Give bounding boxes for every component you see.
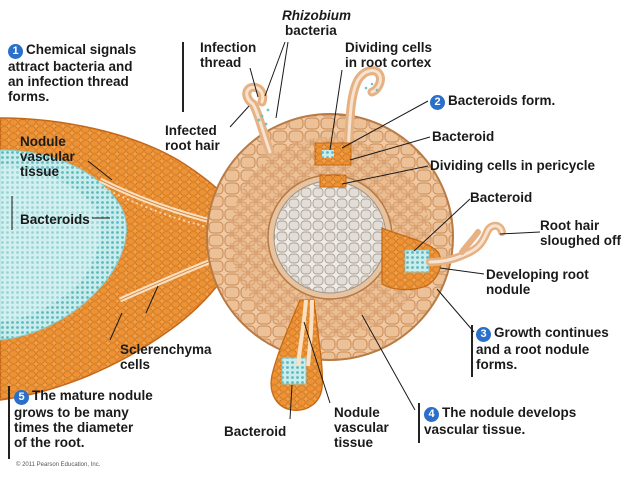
step-3-badge: 3: [476, 327, 491, 342]
step-5-line-1: The mature nodule: [32, 388, 153, 403]
step5-bar: [8, 386, 10, 459]
mature-nodule: [0, 117, 263, 401]
step-3-line-2: and a root nodule: [476, 342, 590, 357]
bacteroid-top-label: Bacteroid: [432, 129, 495, 144]
nodule-vascular-bottom-line-2: vascular: [334, 420, 389, 435]
step-5-badge: 5: [14, 390, 29, 405]
step-5-line-4: of the root.: [14, 435, 85, 450]
nodule-vascular-bottom-line-1: Nodule: [334, 405, 380, 420]
step-2-badge: 2: [430, 95, 445, 110]
developing-nodule-line-1: Developing root: [486, 267, 589, 282]
step-4-line-2: vascular tissue.: [424, 422, 526, 437]
leader-lines: [11, 41, 541, 420]
sclerenchyma-line-1: Sclerenchyma: [120, 342, 212, 357]
infection-thread-line-1: Infection: [200, 40, 257, 55]
step1-bar: [182, 42, 184, 112]
dividing-pericycle-label: Dividing cells in pericycle: [430, 158, 596, 173]
infection-thread-line-2: thread: [200, 55, 242, 70]
step-2-line-1: Bacteroids form.: [448, 93, 556, 108]
step-4-badge: 4: [424, 407, 439, 422]
infected-root-hair-line-1: Infected: [165, 123, 217, 138]
dividing-cortex-label: Dividing cells in root cortex: [345, 40, 432, 70]
step-5-line-3: times the diameter: [14, 420, 134, 435]
rhizobium-name: Rhizobium: [282, 8, 351, 23]
nodule-vascular-left-line-2: vascular: [20, 149, 75, 164]
bacteroids-left-label: Bacteroids: [20, 212, 90, 227]
step4-bar: [418, 403, 420, 443]
infection-thread-upper: [242, 82, 275, 157]
sclerenchyma-line-2: cells: [120, 357, 151, 372]
root-hair-sloughed-line-1: Root hair: [540, 218, 600, 233]
nodule-vascular-bottom-line-3: tissue: [334, 435, 374, 450]
root-hair-sloughed-label: Root hair sloughed off: [540, 218, 621, 248]
root-hair-sloughed-line-2: sloughed off: [540, 233, 621, 248]
bacteroid-bottom-label: Bacteroid: [224, 424, 287, 439]
dividing-cells-top: [314, 142, 352, 188]
copyright-notice: © 2011 Pearson Education, Inc.: [16, 462, 101, 468]
sclerenchyma-label: Sclerenchyma cells: [120, 342, 212, 372]
step-1-line-2: attract bacteria and: [8, 59, 133, 74]
dividing-cortex-line-1: Dividing cells: [345, 40, 433, 55]
bacteroid-right-label: Bacteroid: [470, 190, 533, 205]
step-4-line-1: The nodule develops: [442, 405, 577, 420]
nodule-vascular-left-line-1: Nodule: [20, 134, 66, 149]
dividing-cortex-line-2: in root cortex: [345, 55, 432, 70]
step-3-line-3: forms.: [476, 357, 518, 372]
infection-thread-label: Infection thread: [200, 40, 256, 70]
step-1-line-4: forms.: [8, 89, 50, 104]
developing-nodule-right: [381, 221, 506, 291]
nodule-vascular-left-label: Nodule vascular tissue: [20, 134, 75, 179]
step-5-line-2: grows to be many: [14, 405, 129, 420]
nodule-vascular-bottom-label: Nodule vascular tissue: [334, 405, 389, 450]
step-1-badge: 1: [8, 44, 23, 59]
root-hair-top-right: [343, 66, 385, 157]
developing-nodule-line-2: nodule: [486, 282, 531, 297]
step-3-line-1: Growth continues: [494, 325, 609, 340]
rhizobium-bacteria-word: bacteria: [285, 23, 337, 38]
root-cross-section: [206, 113, 454, 361]
rhizobium-label: Rhizobium bacteria: [282, 8, 351, 38]
nodule-vascular-left-line-3: tissue: [20, 164, 60, 179]
developing-nodule-label: Developing root nodule: [486, 267, 589, 297]
infected-root-hair-line-2: root hair: [165, 138, 220, 153]
step-1-line-3: an infection thread: [8, 74, 129, 89]
bottom-nodule: [270, 299, 324, 411]
infected-root-hair-label: Infected root hair: [165, 123, 220, 153]
step3-bar: [471, 325, 473, 377]
step-1-line-1: Chemical signals: [26, 42, 137, 57]
